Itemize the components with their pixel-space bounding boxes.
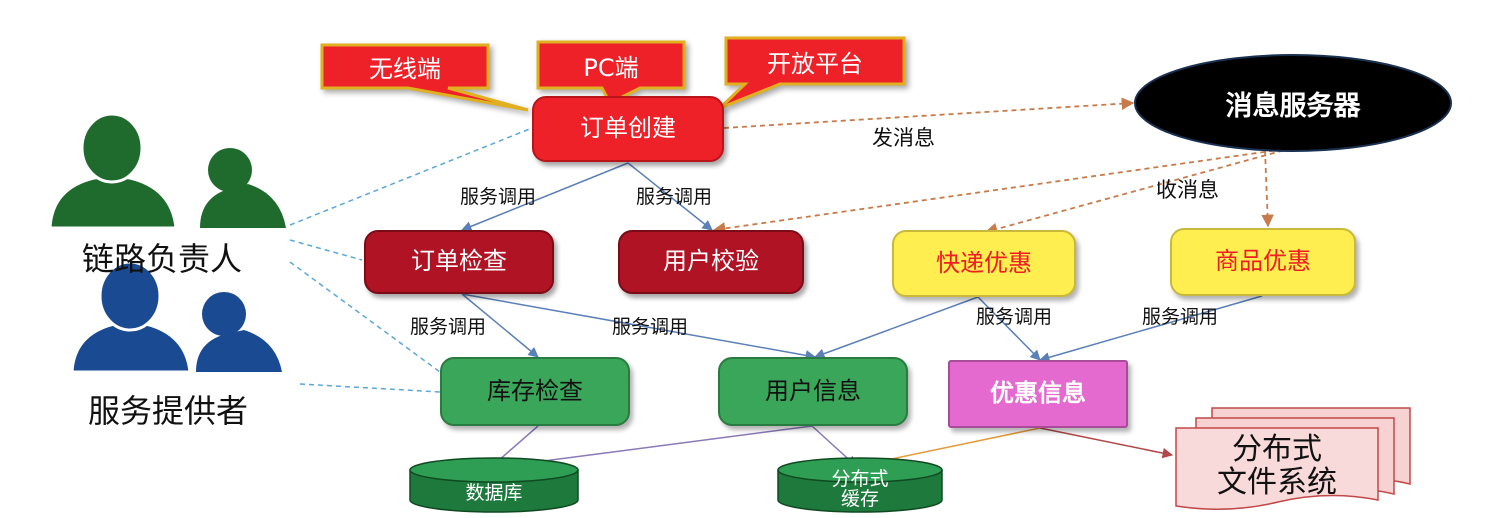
- label-service-call: 服务调用: [460, 186, 537, 208]
- label-service-call: 服务调用: [976, 306, 1053, 328]
- node-order-check: 订单检查: [364, 230, 554, 294]
- node-express-discount: 快递优惠: [892, 230, 1076, 297]
- node-user-verify: 用户校验: [618, 230, 804, 294]
- label-receive-message: 收消息: [1156, 178, 1219, 202]
- channel-pc: PC端: [583, 53, 639, 82]
- edge-express-to-discount-info: [977, 296, 1041, 361]
- node-distributed-cache: 分布式 缓存: [831, 468, 889, 510]
- edge-msg-to-product: [1261, 149, 1274, 228]
- node-distributed-fs: 分布式 文件系统: [1217, 432, 1337, 500]
- link-actor-inventory-1: [289, 261, 441, 373]
- edge-product-to-discount-info: [1038, 295, 1263, 363]
- actor-service-provider-label: 服务提供者: [88, 392, 249, 430]
- cache-cylinder-shape: [777, 457, 943, 513]
- node-order-create: 订单创建: [532, 96, 724, 162]
- edge-express-to-user-info: [814, 296, 979, 359]
- label-send-message: 发消息: [872, 126, 935, 150]
- edge-msg-to-express: [984, 147, 1293, 236]
- label-service-call: 服务调用: [636, 186, 713, 208]
- person-group-icon: [48, 112, 286, 230]
- node-inventory-check: 库存检查: [440, 357, 630, 426]
- edge-order-create-to-order-check: [461, 162, 629, 232]
- channel-wireless: 无线端: [369, 55, 441, 83]
- callout-pc-shape: [536, 40, 686, 105]
- link-actor-inventory-2: [299, 383, 441, 393]
- actor-chain-owner-label: 链路负责人: [82, 240, 243, 278]
- person-group-icon: [70, 260, 282, 374]
- node-discount-info: 优惠信息: [948, 360, 1128, 428]
- label-service-call: 服务调用: [612, 316, 689, 338]
- channel-open-platform: 开放平台: [767, 49, 863, 78]
- edge-msg-to-user-verify: [712, 147, 1293, 235]
- node-user-info: 用户信息: [718, 357, 908, 426]
- edge-discount-to-fs: [1039, 427, 1174, 459]
- label-service-call: 服务调用: [1142, 306, 1219, 328]
- node-product-discount: 商品优惠: [1170, 228, 1356, 296]
- callout-wireless-shape: [320, 43, 529, 112]
- node-message-server: 消息服务器: [1225, 90, 1361, 122]
- edge-order-create-to-user-verify: [627, 162, 713, 231]
- node-database: 数据库: [465, 482, 523, 505]
- edge-order-check-to-user-info: [461, 293, 817, 361]
- message-server-shape: [1134, 54, 1452, 152]
- callout-open-platform-shape: [718, 36, 906, 110]
- edge-order-check-to-inventory: [461, 293, 539, 358]
- link-actor-order-check: [289, 239, 363, 261]
- label-service-call: 服务调用: [410, 316, 487, 338]
- document-stack-shape: [1175, 407, 1411, 510]
- link-actor-order-create: [289, 127, 533, 226]
- database-cylinder-shape: [409, 457, 579, 513]
